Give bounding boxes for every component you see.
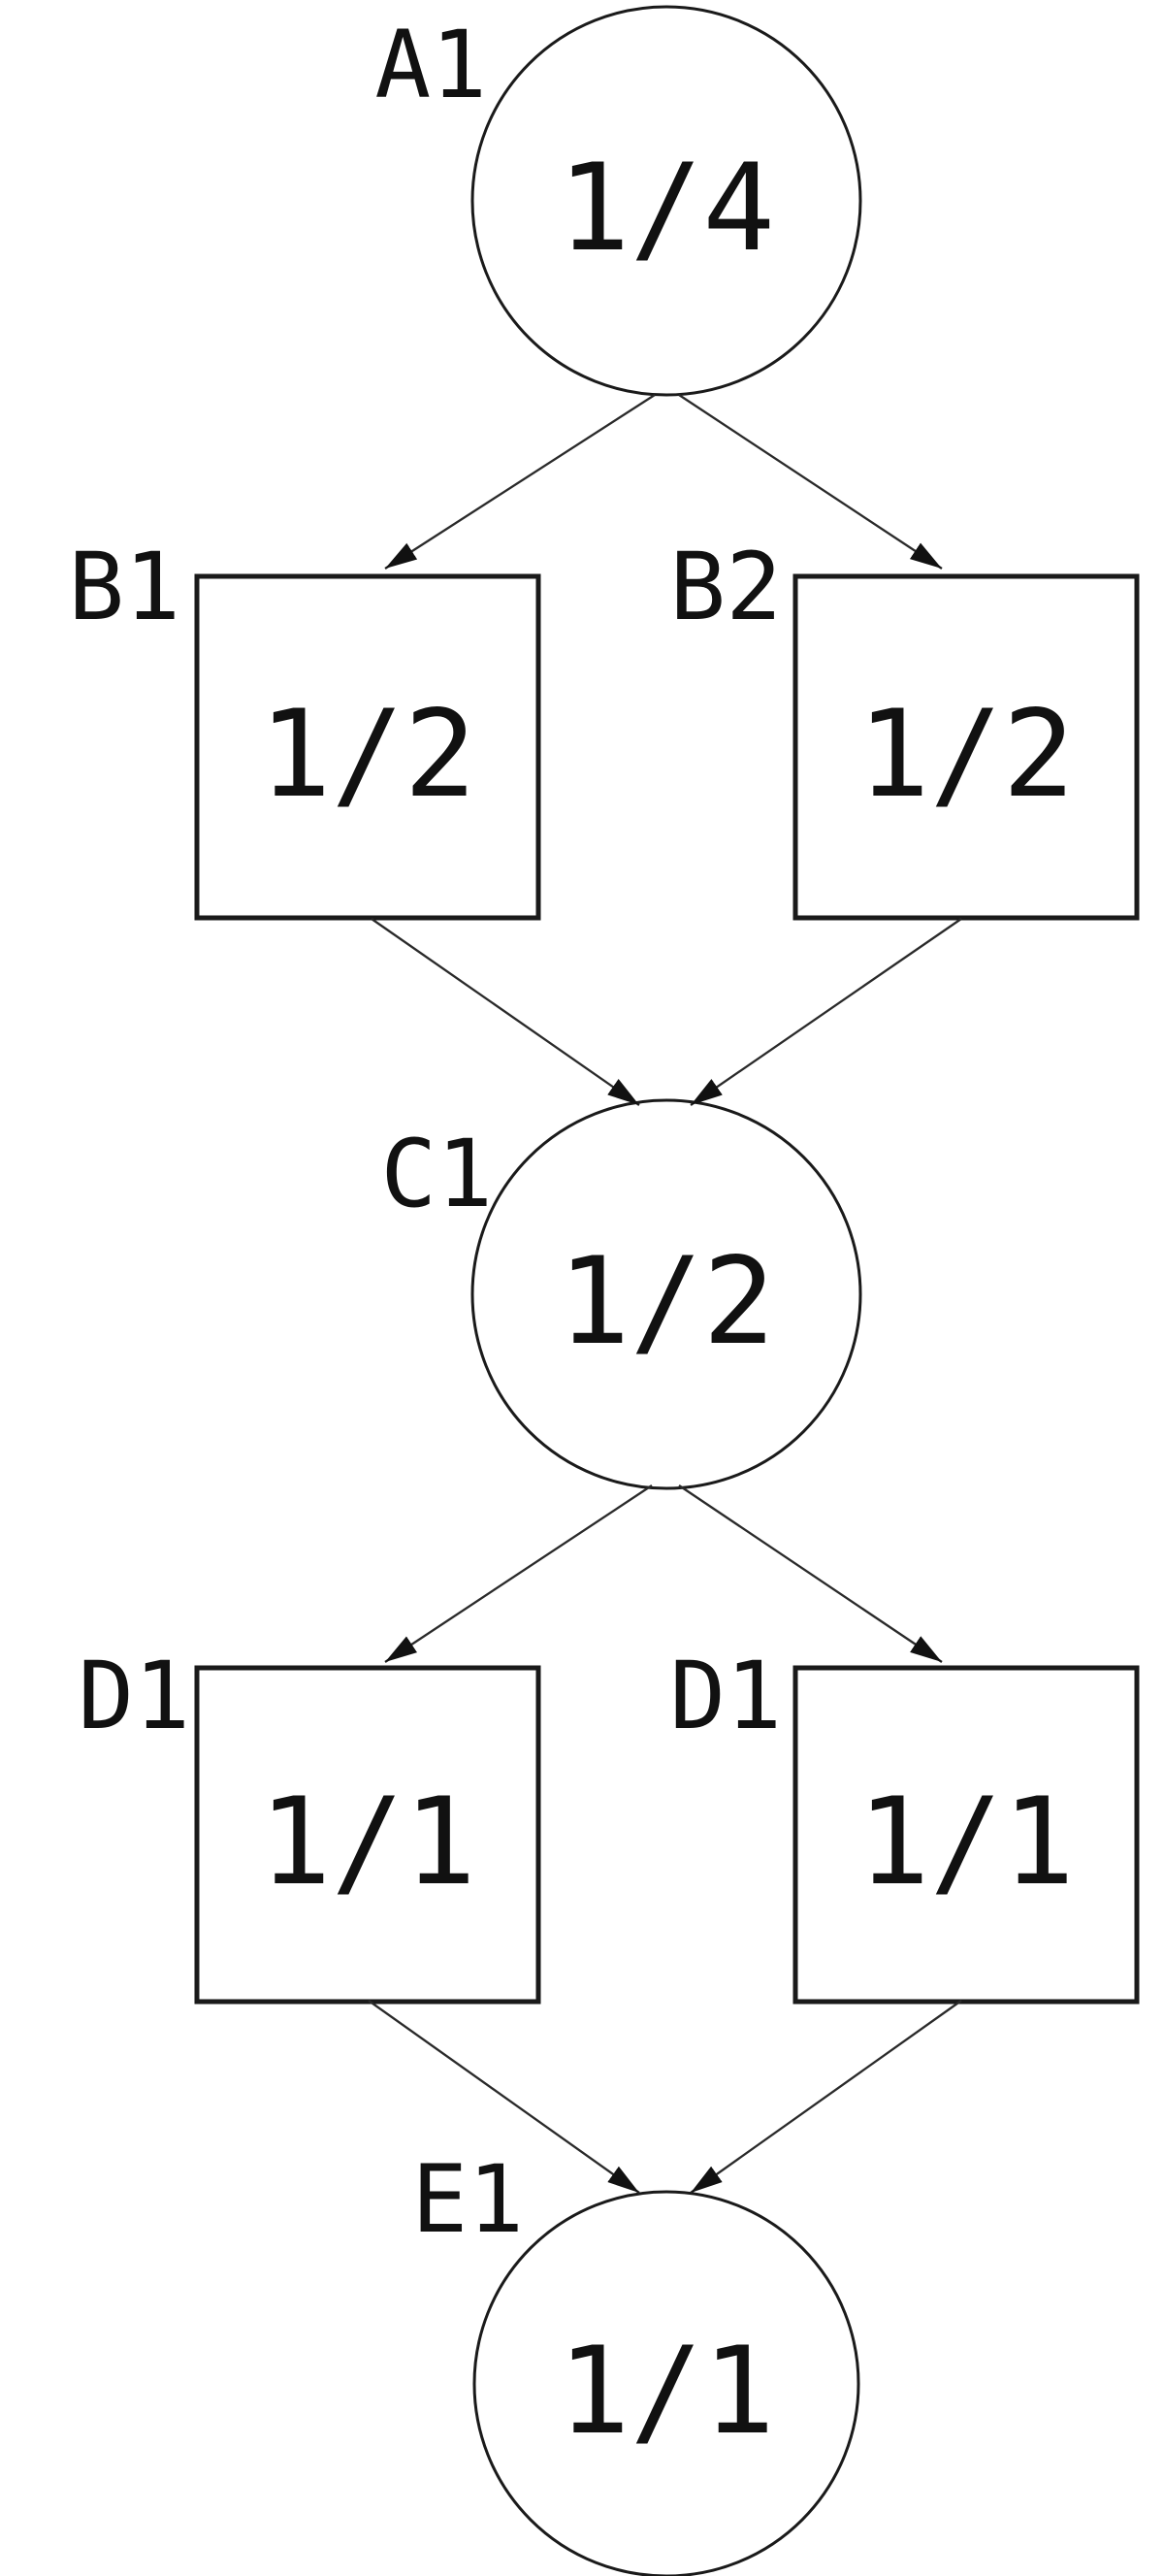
node-E1-label: E1 xyxy=(411,2145,524,2254)
node-E1: E1 1/1 xyxy=(411,2145,860,2576)
node-D1b-square xyxy=(792,1665,1140,2005)
edge-B2-C1 xyxy=(690,918,962,1106)
node-D1a: D1 1/1 xyxy=(78,1642,541,2005)
node-A1-circle xyxy=(470,5,862,397)
edge-D1b-E1 xyxy=(690,2000,962,2194)
node-C1: C1 1/2 xyxy=(380,1098,862,1490)
node-D1a-value: 1/1 xyxy=(259,1773,476,1912)
node-B1-value: 1/2 xyxy=(259,685,476,825)
node-B1: B1 1/2 xyxy=(68,533,541,921)
node-D1b-label: D1 xyxy=(669,1642,782,1750)
node-C1-label: C1 xyxy=(380,1120,493,1228)
node-B2-square xyxy=(792,573,1140,921)
node-B2: B2 1/2 xyxy=(669,533,1140,921)
edge-A1-B1 xyxy=(384,394,656,570)
node-A1: A1 1/4 xyxy=(374,5,862,397)
node-B1-label: B1 xyxy=(68,533,180,641)
node-D1b-value: 1/1 xyxy=(857,1773,1075,1912)
node-E1-value: 1/1 xyxy=(558,2322,775,2462)
node-E1-circle xyxy=(472,2190,860,2576)
edge-C1-D1b xyxy=(678,1484,943,1663)
node-C1-value: 1/2 xyxy=(558,1232,775,1372)
edge-C1-D1a xyxy=(384,1484,653,1663)
node-D1b: D1 1/1 xyxy=(669,1642,1140,2005)
edge-B1-C1 xyxy=(371,918,640,1106)
edge-A1-B2 xyxy=(678,394,943,570)
node-B1-square xyxy=(194,573,541,921)
node-A1-label: A1 xyxy=(374,11,487,119)
node-D1a-label: D1 xyxy=(78,1642,190,1750)
edges-layer xyxy=(368,394,962,2194)
node-D1a-square xyxy=(194,1665,541,2005)
node-C1-circle xyxy=(470,1098,862,1490)
edge-D1a-E1 xyxy=(368,2000,640,2194)
node-A1-value: 1/4 xyxy=(558,139,775,278)
node-B2-value: 1/2 xyxy=(857,685,1075,825)
node-B2-label: B2 xyxy=(669,533,782,641)
